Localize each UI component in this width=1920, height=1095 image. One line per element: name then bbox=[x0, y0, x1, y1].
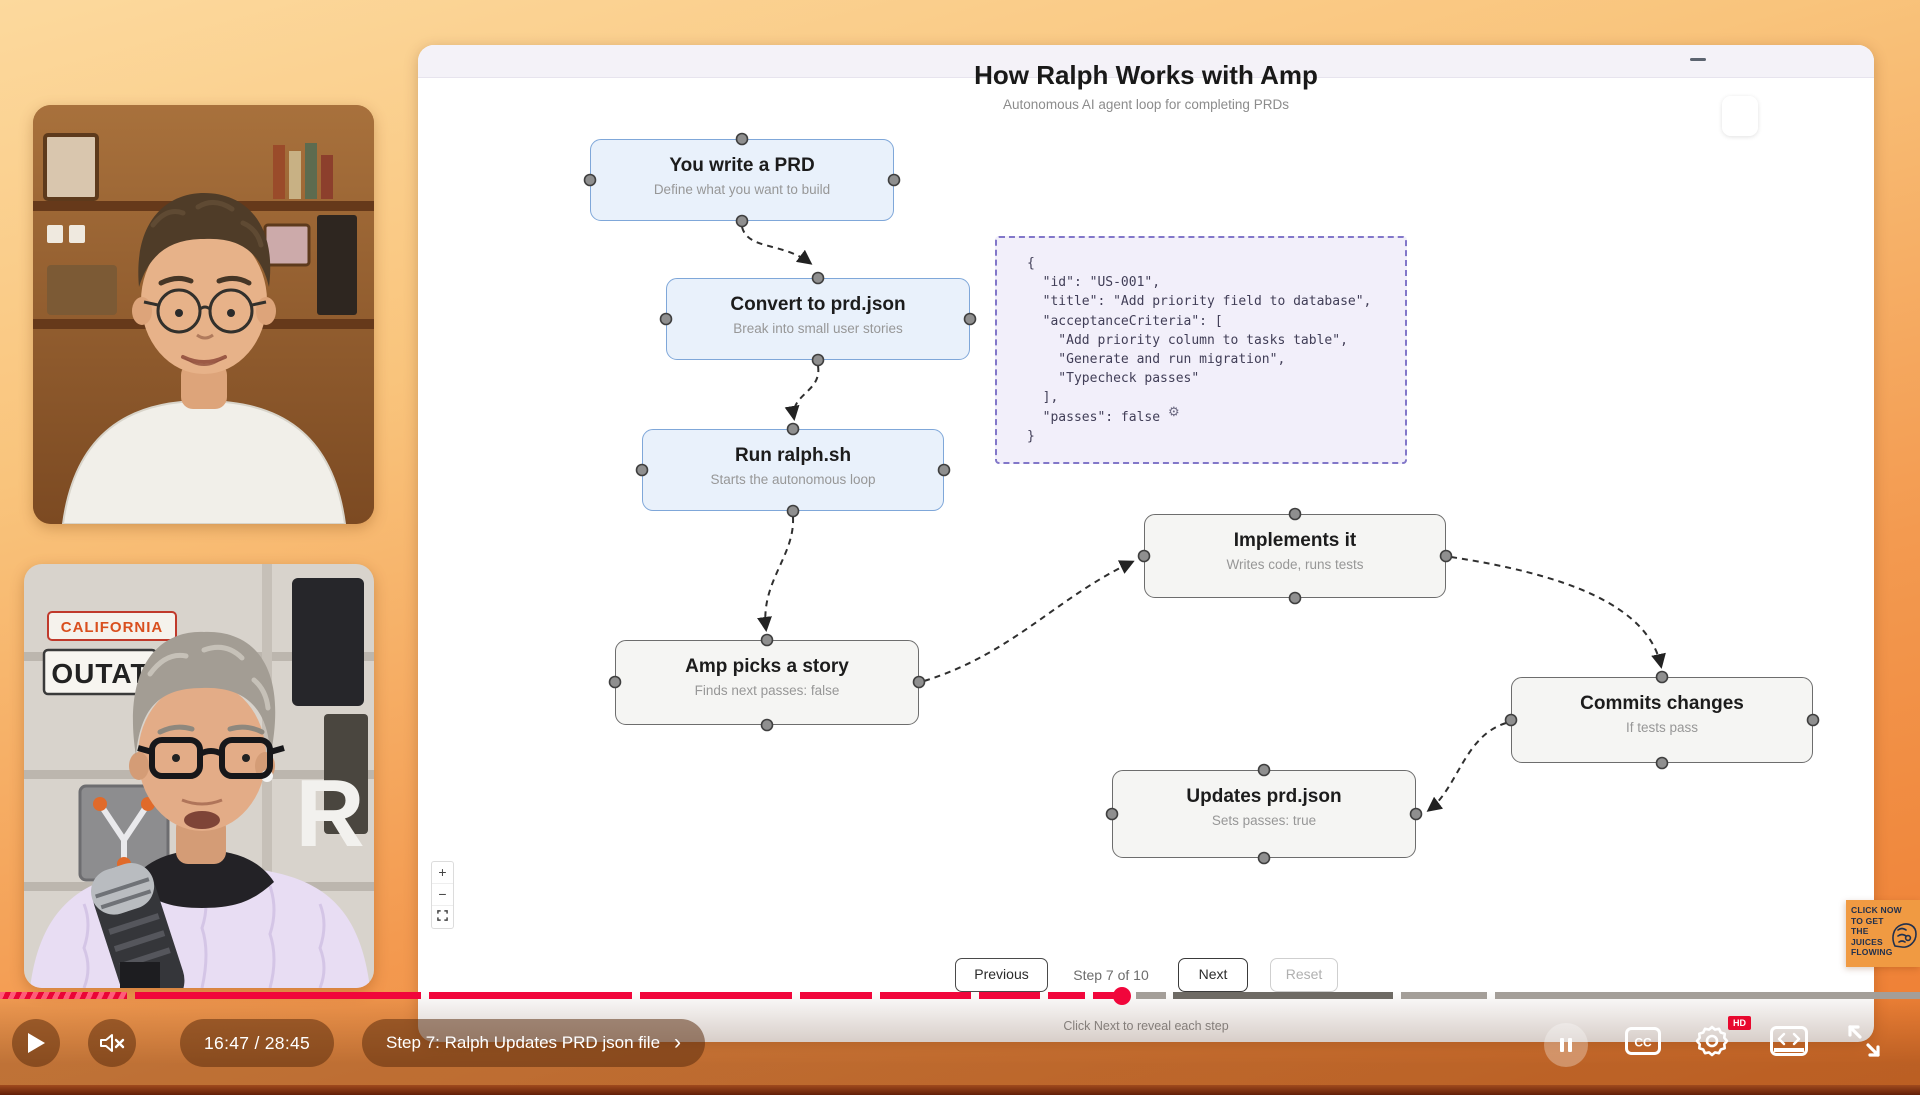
code-line: ], bbox=[1027, 390, 1059, 406]
settings-button[interactable] bbox=[1695, 1024, 1729, 1063]
code-line: "Typecheck passes" bbox=[1027, 371, 1200, 387]
shelf-letter-r: R bbox=[295, 760, 364, 867]
progress-segment[interactable] bbox=[880, 992, 971, 999]
play-button[interactable] bbox=[12, 1019, 60, 1067]
node-subtitle: Finds next passes: false bbox=[694, 683, 840, 698]
node-subtitle: Break into small user stories bbox=[733, 321, 903, 336]
node-title: Convert to prd.json bbox=[730, 294, 906, 315]
chapter-title: Step 7: Ralph Updates PRD json file bbox=[386, 1033, 661, 1052]
flow-node-commits-changes[interactable]: Commits changes If tests pass bbox=[1511, 677, 1813, 763]
muted-speaker-icon bbox=[100, 1034, 125, 1052]
code-line: "passes": false bbox=[1027, 409, 1161, 425]
fullscreen-expand-icon bbox=[1848, 1025, 1880, 1057]
mute-button[interactable] bbox=[88, 1019, 136, 1067]
progress-segment[interactable] bbox=[640, 992, 792, 999]
plate-california-text: CALIFORNIA bbox=[61, 619, 164, 636]
hint-text: Click Next to reveal each step bbox=[418, 1019, 1874, 1033]
svg-text:CC: CC bbox=[1634, 1036, 1652, 1050]
node-title: Run ralph.sh bbox=[734, 445, 852, 466]
gear-icon bbox=[1695, 1025, 1729, 1057]
code-brackets-icon bbox=[1770, 1026, 1808, 1056]
flow-node-updates-prdjson[interactable]: Updates prd.json Sets passes: true bbox=[1112, 770, 1416, 858]
progress-segment[interactable] bbox=[429, 992, 632, 999]
code-line: "acceptanceCriteria": [ bbox=[1027, 313, 1223, 329]
next-button[interactable]: Next bbox=[1178, 958, 1248, 992]
chevron-right-icon: › bbox=[674, 1031, 682, 1054]
code-cursor-gear-icon: ⚙ bbox=[1168, 404, 1180, 419]
plate-outat-text: OUTAT bbox=[51, 658, 148, 689]
node-subtitle: Writes code, runs tests bbox=[1226, 557, 1364, 572]
browser-widget[interactable] bbox=[1722, 96, 1758, 136]
cc-icon: CC bbox=[1625, 1027, 1661, 1055]
chapter-button[interactable]: Step 7: Ralph Updates PRD json file › bbox=[362, 1019, 706, 1067]
webcam-bottom: CALIFORNIA OUTAT R bbox=[24, 564, 374, 988]
play-icon bbox=[28, 1033, 45, 1053]
webcam-top bbox=[33, 105, 374, 524]
hd-badge: HD bbox=[1728, 1016, 1751, 1030]
step-indicator: Step 7 of 10 bbox=[1073, 967, 1149, 983]
code-line: "title": "Add priority field to database… bbox=[1027, 294, 1372, 310]
progress-segment[interactable] bbox=[1401, 992, 1487, 999]
progress-bar[interactable] bbox=[0, 992, 1920, 999]
zoom-out-button[interactable]: − bbox=[432, 884, 453, 906]
flow-node-run-ralph[interactable]: Run ralph.sh Starts the autonomous loop bbox=[642, 429, 944, 511]
promo-line: TO GET bbox=[1851, 915, 1884, 926]
captions-button[interactable]: CC bbox=[1625, 1027, 1661, 1060]
progress-segment[interactable] bbox=[135, 992, 421, 999]
node-title: You write a PRD bbox=[669, 155, 815, 176]
fullscreen-button[interactable] bbox=[1846, 1023, 1882, 1064]
frame-bottom-edge bbox=[0, 1085, 1920, 1095]
node-title: Implements it bbox=[1233, 530, 1357, 551]
code-line: } bbox=[1027, 428, 1035, 444]
code-line: { bbox=[1027, 256, 1035, 271]
node-subtitle: If tests pass bbox=[1625, 720, 1699, 735]
code-line: "Add priority column to tasks table", bbox=[1027, 332, 1348, 348]
page-title: How Ralph Works with Amp bbox=[974, 60, 1318, 90]
flow-node-write-prd[interactable]: You write a PRD Define what you want to … bbox=[590, 139, 894, 221]
promo-line: JUICES bbox=[1851, 936, 1883, 947]
pause-overlay-button[interactable] bbox=[1544, 1023, 1588, 1067]
progress-segment[interactable] bbox=[979, 992, 1040, 999]
node-subtitle: Starts the autonomous loop bbox=[710, 472, 876, 487]
browser-chrome-bar bbox=[418, 45, 1874, 78]
embed-code-button[interactable] bbox=[1770, 1026, 1808, 1061]
zoom-in-button[interactable]: + bbox=[432, 862, 453, 884]
webcam-top-illustration bbox=[33, 105, 374, 524]
progress-segment[interactable] bbox=[1136, 992, 1166, 999]
time-display: 16:47 / 28:45 bbox=[180, 1019, 335, 1067]
progress-segment[interactable] bbox=[1495, 992, 1920, 999]
fit-view-button[interactable] bbox=[432, 906, 453, 928]
previous-button[interactable]: Previous bbox=[955, 958, 1048, 992]
code-line: "Generate and run migration", bbox=[1027, 352, 1286, 368]
flow-node-implements-it[interactable]: Implements it Writes code, runs tests bbox=[1144, 514, 1446, 598]
progress-segment[interactable] bbox=[1048, 992, 1085, 999]
progress-segment[interactable] bbox=[0, 992, 127, 999]
progress-segment[interactable] bbox=[1173, 992, 1393, 999]
node-subtitle: Define what you want to build bbox=[653, 182, 831, 197]
scrubber-dot[interactable] bbox=[1113, 987, 1131, 1005]
flow-node-amp-picks-story[interactable]: Amp picks a story Finds next passes: fal… bbox=[615, 640, 919, 725]
promo-line: THE bbox=[1851, 926, 1869, 936]
node-title: Updates prd.json bbox=[1186, 786, 1342, 807]
page-subtitle: Autonomous AI agent loop for completing … bbox=[1003, 97, 1289, 112]
prd-json-code-panel: { "id": "US-001", "title": "Add priority… bbox=[995, 236, 1407, 464]
webcam-bottom-illustration: CALIFORNIA OUTAT R bbox=[24, 564, 374, 988]
progress-segment[interactable] bbox=[800, 992, 872, 999]
diagram-zoom-controls: + − bbox=[431, 861, 454, 929]
node-title: Amp picks a story bbox=[685, 656, 849, 677]
pause-icon bbox=[1560, 1038, 1572, 1052]
promo-line: FLOWING bbox=[1851, 947, 1893, 957]
promo-hand-icon bbox=[1892, 923, 1917, 948]
minimize-icon[interactable] bbox=[1690, 58, 1706, 61]
fit-view-icon bbox=[437, 910, 448, 921]
code-line: "id": "US-001", bbox=[1027, 275, 1161, 291]
progress-segment[interactable] bbox=[1093, 992, 1118, 999]
node-subtitle: Sets passes: true bbox=[1211, 813, 1317, 828]
flow-node-convert-prdjson[interactable]: Convert to prd.json Break into small use… bbox=[666, 278, 970, 360]
promo-badge[interactable]: CLICK NOW TO GET THE JUICES FLOWING bbox=[1846, 900, 1920, 967]
reset-button[interactable]: Reset bbox=[1270, 958, 1338, 992]
node-title: Commits changes bbox=[1580, 693, 1744, 714]
promo-line: CLICK NOW bbox=[1851, 905, 1902, 915]
